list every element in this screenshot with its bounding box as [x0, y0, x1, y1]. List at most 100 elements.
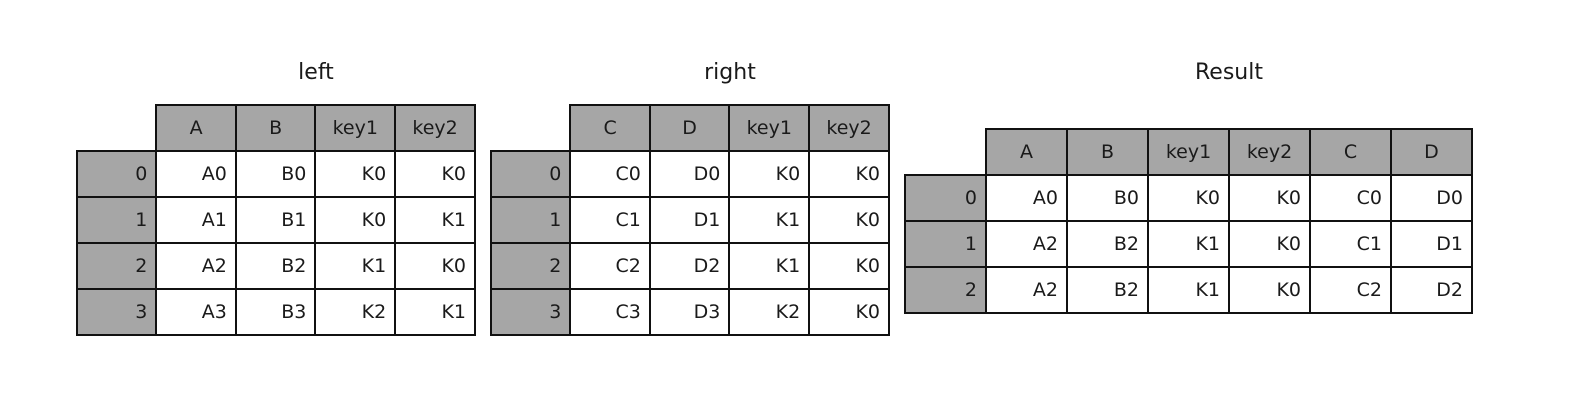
table-row: 1 A2 B2 K1 K0 C1 D1: [904, 220, 1473, 268]
table-cell: D2: [648, 242, 731, 290]
row-index: 3: [489, 288, 572, 336]
header-row: A B key1 key2 C D: [905, 128, 1473, 176]
corner-cell: [491, 105, 570, 151]
table-cell: B2: [1066, 220, 1149, 268]
row-index: 1: [75, 196, 158, 244]
table-cell: K0: [314, 150, 397, 198]
table-cell: C2: [569, 242, 651, 290]
table-row: 2 C2 D2 K1 K0: [489, 242, 890, 290]
header-row: C D key1 key2: [491, 104, 890, 152]
table-cell: K1: [728, 242, 811, 290]
table-cell: K0: [808, 196, 890, 244]
table-cell: K0: [728, 150, 811, 198]
column-header: key1: [728, 104, 811, 152]
table-cell: K0: [1228, 220, 1311, 268]
column-header: key1: [314, 104, 397, 152]
table-cell: K0: [394, 242, 476, 290]
table-row: 2 A2 B2 K1 K0: [75, 242, 476, 290]
table-cell: C0: [569, 150, 651, 198]
row-index: 2: [489, 242, 572, 290]
table-cell: A2: [155, 242, 237, 290]
column-header: D: [648, 104, 731, 152]
table-cell: D1: [1390, 220, 1473, 268]
table-cell: K1: [394, 196, 476, 244]
table-cell: C1: [569, 196, 651, 244]
table-cell: C3: [569, 288, 651, 336]
table-cell: K1: [394, 288, 476, 336]
column-header: key2: [1228, 128, 1311, 176]
row-index: 2: [904, 266, 987, 314]
table-row: 3 C3 D3 K2 K0: [489, 288, 890, 336]
table-cell: K1: [728, 196, 811, 244]
table-cell: B2: [234, 242, 317, 290]
table-cell: C0: [1309, 174, 1392, 222]
column-header: key2: [808, 104, 890, 152]
result-table: A B key1 key2 C D 0 A0 B0 K0 K0 C0 D0 1 …: [904, 128, 1473, 314]
table-cell: B3: [234, 288, 317, 336]
table-title: right: [704, 60, 756, 85]
left-table-panel: left A B key1 key2 0 A0 B0 K0 K0 1 A1 B1…: [75, 60, 476, 355]
table-row: 2 A2 B2 K1 K0 C2 D2: [904, 266, 1473, 314]
column-header: A: [155, 104, 237, 152]
table-cell: K2: [728, 288, 811, 336]
table-cell: A1: [155, 196, 237, 244]
table-cell: D0: [1390, 174, 1473, 222]
table-cell: K0: [314, 196, 397, 244]
table-cell: A2: [985, 220, 1068, 268]
row-index: 0: [489, 150, 572, 198]
table-cell: D0: [648, 150, 731, 198]
table-row: 0 C0 D0 K0 K0: [489, 150, 890, 198]
table-cell: K0: [808, 288, 890, 336]
header-row: A B key1 key2: [77, 104, 476, 152]
table-cell: K0: [808, 242, 890, 290]
column-header: D: [1390, 128, 1473, 176]
row-index: 0: [904, 174, 987, 222]
table-cell: D3: [648, 288, 731, 336]
row-index: 3: [75, 288, 158, 336]
corner-cell: [905, 129, 986, 175]
table-cell: K0: [1147, 174, 1230, 222]
left-table: A B key1 key2 0 A0 B0 K0 K0 1 A1 B1 K0 K…: [75, 104, 476, 336]
table-row: 1 A1 B1 K0 K1: [75, 196, 476, 244]
table-cell: K1: [314, 242, 397, 290]
row-index: 2: [75, 242, 158, 290]
row-index: 1: [489, 196, 572, 244]
table-cell: K0: [1228, 266, 1311, 314]
table-row: 0 A0 B0 K0 K0 C0 D0: [904, 174, 1473, 222]
table-cell: K1: [1147, 266, 1230, 314]
row-index: 1: [904, 220, 987, 268]
table-cell: A3: [155, 288, 237, 336]
table-cell: D1: [648, 196, 731, 244]
table-cell: A2: [985, 266, 1068, 314]
table-cell: K0: [808, 150, 890, 198]
table-cell: B0: [234, 150, 317, 198]
column-header: key2: [394, 104, 476, 152]
column-header: C: [1309, 128, 1392, 176]
table-cell: C2: [1309, 266, 1392, 314]
row-index: 0: [75, 150, 158, 198]
table-row: 3 A3 B3 K2 K1: [75, 288, 476, 336]
column-header: B: [1066, 128, 1149, 176]
column-header: key1: [1147, 128, 1230, 176]
table-cell: A0: [155, 150, 237, 198]
column-header: C: [569, 104, 651, 152]
table-cell: K0: [1228, 174, 1311, 222]
table-cell: A0: [985, 174, 1068, 222]
table-cell: K0: [394, 150, 476, 198]
table-cell: C1: [1309, 220, 1392, 268]
right-table-panel: right C D key1 key2 0 C0 D0 K0 K0 1 C1 D…: [489, 60, 890, 355]
table-cell: D2: [1390, 266, 1473, 314]
corner-cell: [77, 105, 156, 151]
table-cell: B1: [234, 196, 317, 244]
column-header: A: [985, 128, 1068, 176]
table-row: 0 A0 B0 K0 K0: [75, 150, 476, 198]
table-cell: K2: [314, 288, 397, 336]
table-cell: K1: [1147, 220, 1230, 268]
table-title: left: [298, 60, 334, 85]
table-row: 1 C1 D1 K1 K0: [489, 196, 890, 244]
result-table-panel: Result A B key1 key2 C D 0 A0 B0 K0 K0 C…: [904, 60, 1474, 335]
table-title: Result: [1195, 60, 1263, 85]
table-cell: B0: [1066, 174, 1149, 222]
table-cell: B2: [1066, 266, 1149, 314]
right-table: C D key1 key2 0 C0 D0 K0 K0 1 C1 D1 K1 K…: [489, 104, 890, 336]
